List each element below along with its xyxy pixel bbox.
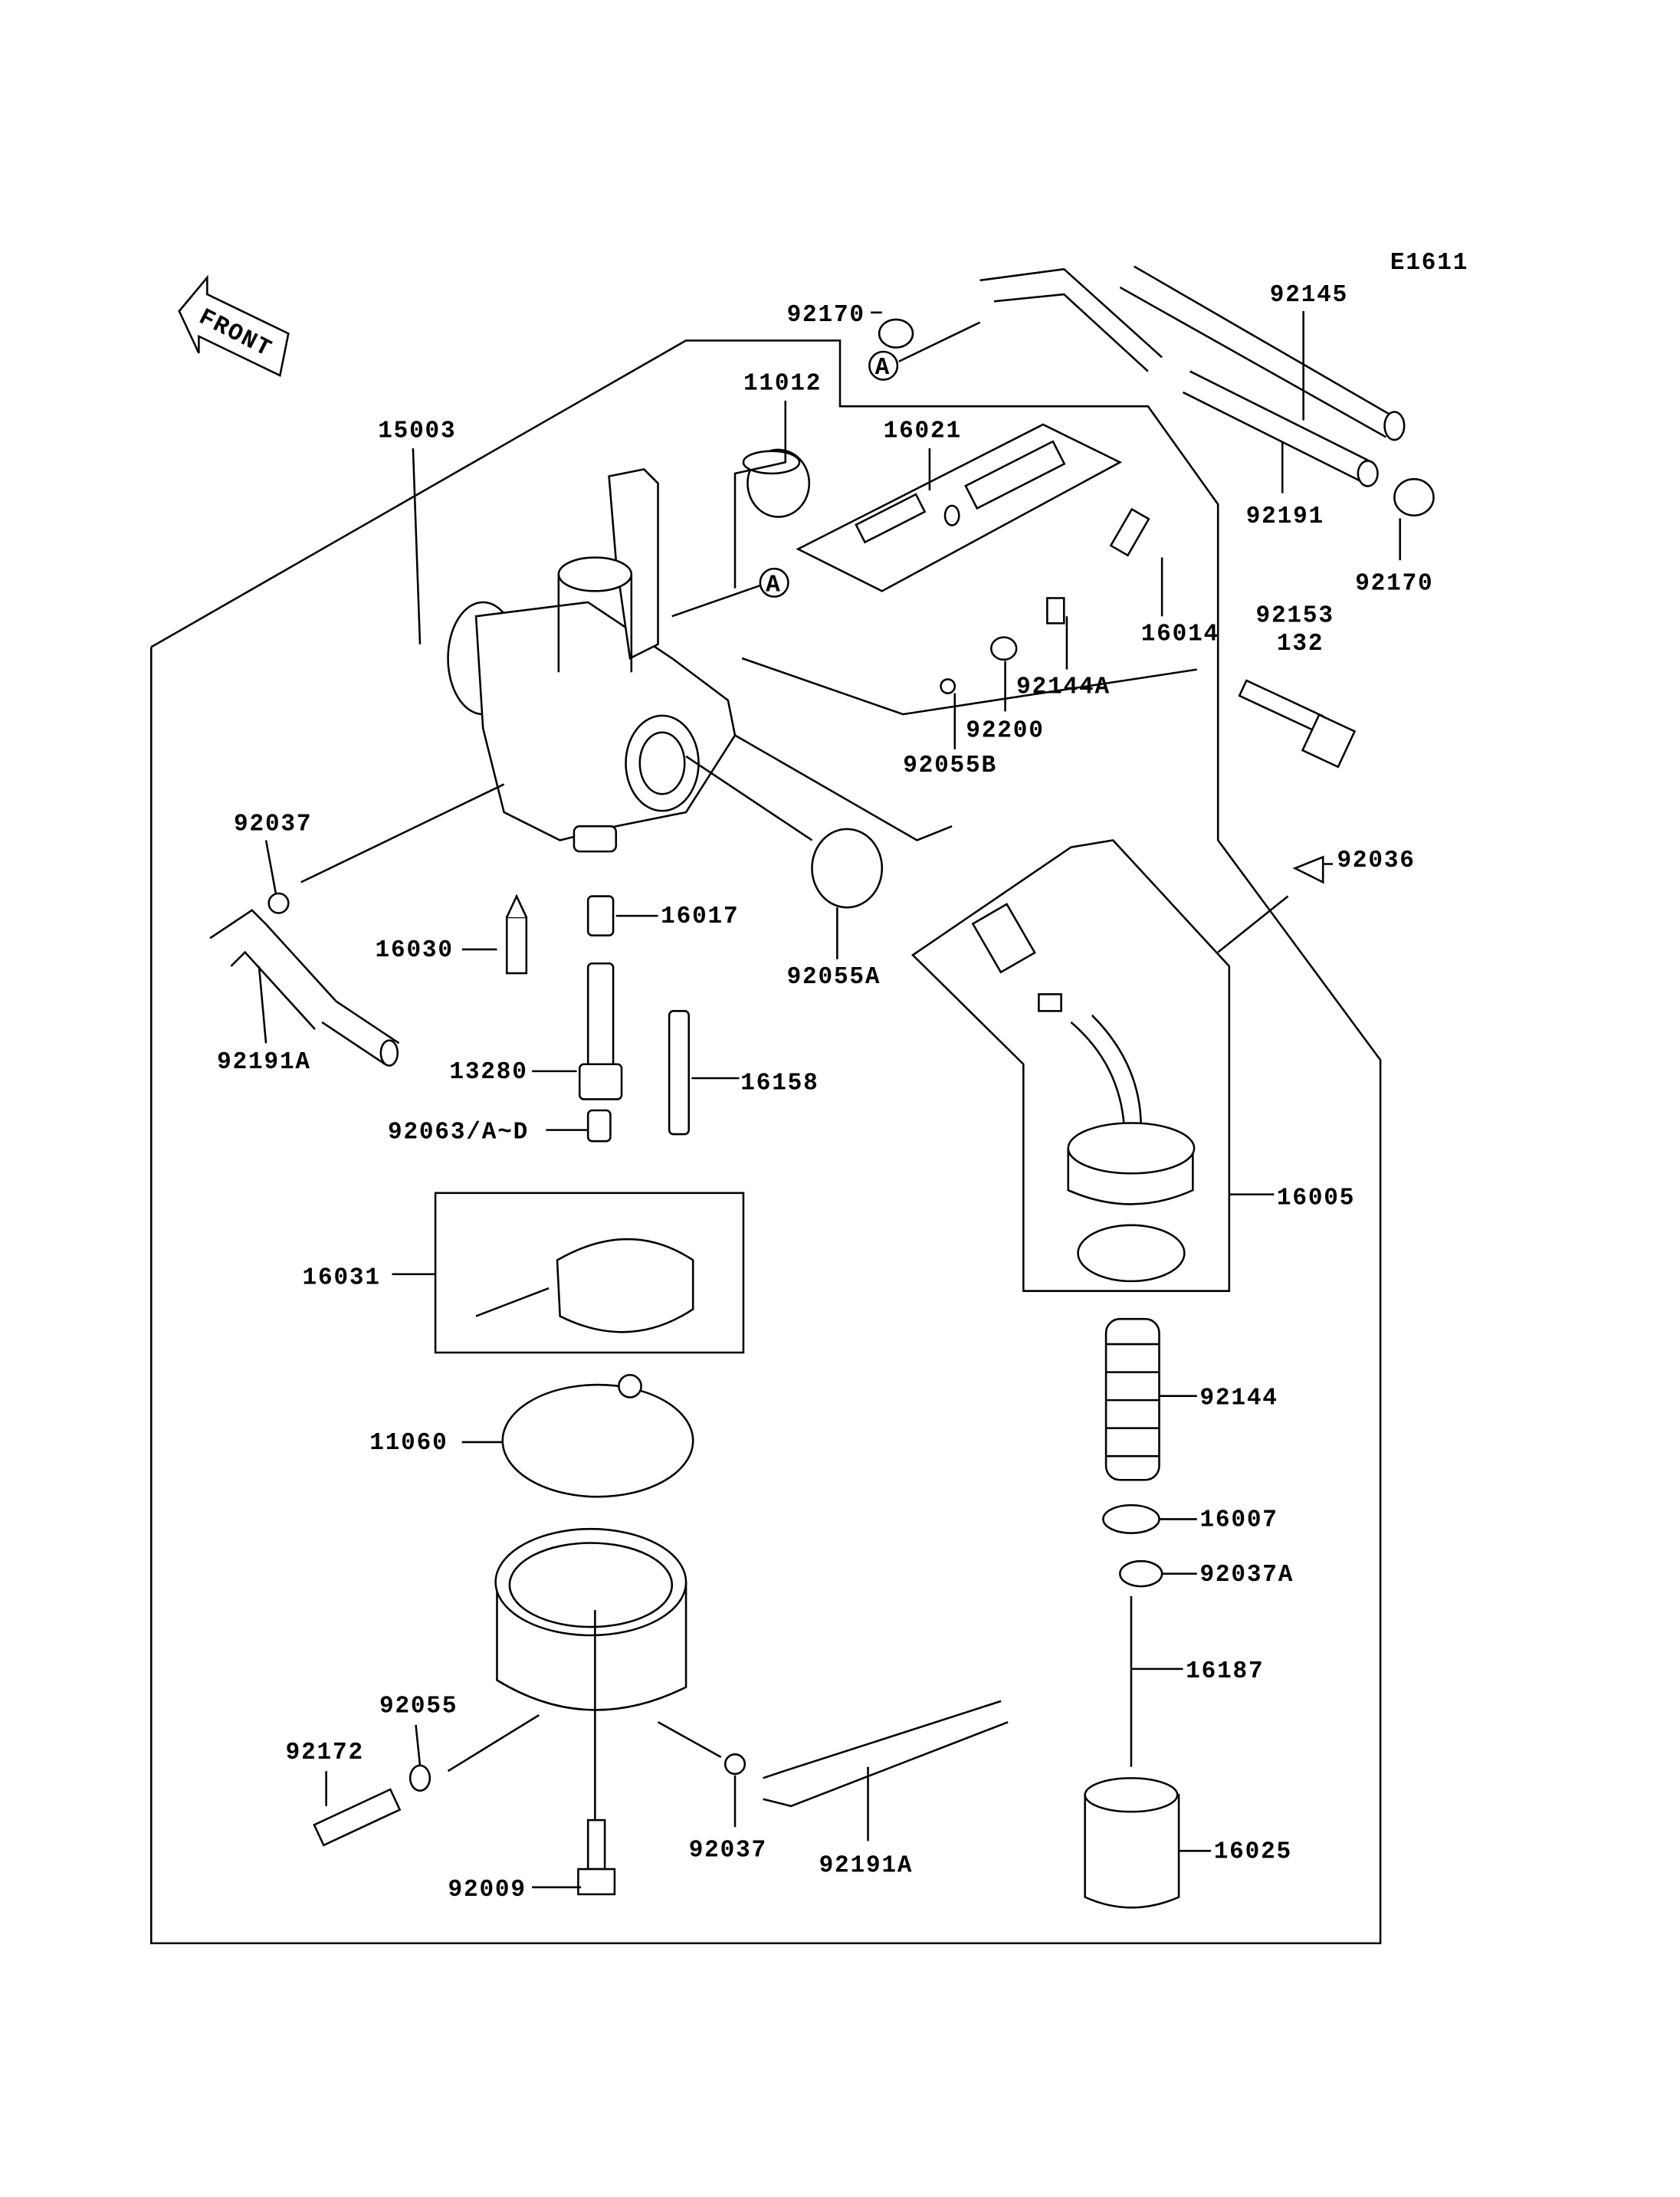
- label-92037-bottom: 92037: [689, 1838, 767, 1864]
- screw-16014: [1109, 507, 1150, 557]
- gasket-11060: [501, 1373, 694, 1498]
- label-92144: 92144: [1199, 1385, 1278, 1412]
- clip-92037A: [1119, 1559, 1163, 1588]
- clamp-92170-top: [878, 318, 914, 349]
- label-92055A: 92055A: [787, 964, 881, 991]
- label-92063: 92063/A~D: [388, 1120, 529, 1146]
- diagram-code: E1611: [1390, 250, 1468, 277]
- front-arrow-icon: FRONT: [178, 274, 290, 377]
- jet-16158: [668, 1010, 690, 1136]
- label-92170-right: 92170: [1355, 571, 1433, 598]
- label-16017: 16017: [661, 903, 739, 930]
- part-labels: 92145 92170 11012 15003 16021 92191 9217…: [217, 282, 1433, 1904]
- label-92036: 92036: [1337, 848, 1415, 874]
- hose-92191: [979, 267, 1379, 487]
- label-16014: 16014: [1141, 621, 1219, 648]
- label-11012: 11012: [743, 370, 822, 397]
- label-92055B: 92055B: [903, 753, 997, 779]
- jet-92063: [586, 1109, 612, 1143]
- float-bowl: [494, 1527, 687, 1711]
- hose-92191A-bottom: [763, 1700, 1009, 1808]
- label-92153: 92153: [1256, 603, 1334, 630]
- bolt-92153: [1238, 679, 1357, 769]
- jet-13280: [578, 962, 623, 1100]
- clamp-92037-top: [267, 892, 290, 914]
- spring-92144A: [1046, 597, 1065, 625]
- label-92191A-bottom: 92191A: [819, 1853, 914, 1880]
- washer-92200: [990, 636, 1018, 661]
- label-16031: 16031: [303, 1265, 381, 1292]
- label-16005: 16005: [1277, 1185, 1355, 1212]
- label-92145: 92145: [1270, 282, 1348, 309]
- spring-92144: [1104, 1317, 1160, 1481]
- label-92191: 92191: [1246, 503, 1324, 530]
- svg-text:A: A: [875, 355, 891, 382]
- carburetor-body-15003: [447, 468, 737, 853]
- label-16025: 16025: [1214, 1838, 1292, 1865]
- oring-92055B: [940, 678, 956, 694]
- label-92037A: 92037A: [1199, 1562, 1294, 1589]
- svg-text:A: A: [766, 572, 781, 598]
- drain-screw-92172: [313, 1788, 402, 1847]
- oring-92055A: [811, 828, 884, 909]
- seat-16007: [1102, 1503, 1160, 1534]
- label-132: 132: [1277, 631, 1324, 657]
- label-16187: 16187: [1186, 1658, 1264, 1685]
- throttle-screw-16021: [855, 440, 1066, 544]
- plunger-cap-16005: [971, 903, 1196, 1283]
- hose-92191A-top: [209, 909, 400, 1067]
- label-92191A-top: 92191A: [217, 1049, 311, 1076]
- label-13280: 13280: [449, 1059, 527, 1086]
- label-92144A: 92144A: [1016, 674, 1111, 701]
- clamp-92037-bottom: [724, 1753, 746, 1776]
- label-92200: 92200: [966, 717, 1044, 744]
- spring-hose-92145: [1119, 265, 1406, 441]
- label-92055: 92055: [379, 1693, 458, 1720]
- assembly-outline: [150, 339, 1382, 1945]
- label-92037-top: 92037: [234, 812, 312, 838]
- leader-lines: [258, 310, 1401, 1889]
- label-92170-top: 92170: [787, 302, 865, 329]
- group-16031: [434, 1192, 745, 1354]
- ref-marker-a: A: [868, 350, 899, 382]
- clamp-92170-right: [1393, 477, 1435, 516]
- plunger-16025: [1084, 1777, 1180, 1909]
- label-16158: 16158: [740, 1071, 819, 1097]
- clip-92036: [1292, 855, 1324, 884]
- label-16007: 16007: [1199, 1507, 1278, 1534]
- label-16021: 16021: [884, 418, 962, 444]
- cap-11012: [742, 448, 811, 518]
- oring-92055: [409, 1764, 431, 1792]
- float-valve-16030: [505, 894, 528, 975]
- group-16021: [796, 423, 1123, 592]
- group-16005: [911, 839, 1231, 1292]
- bolt-92009: [577, 1818, 616, 1896]
- jet-16017: [586, 895, 615, 936]
- label-11060: 11060: [369, 1430, 448, 1457]
- label-92172: 92172: [286, 1740, 364, 1766]
- float-16031: [475, 1238, 694, 1333]
- ref-marker-a: A: [759, 567, 789, 598]
- label-92009: 92009: [448, 1877, 527, 1904]
- label-16030: 16030: [376, 937, 454, 964]
- label-15003: 15003: [378, 418, 456, 444]
